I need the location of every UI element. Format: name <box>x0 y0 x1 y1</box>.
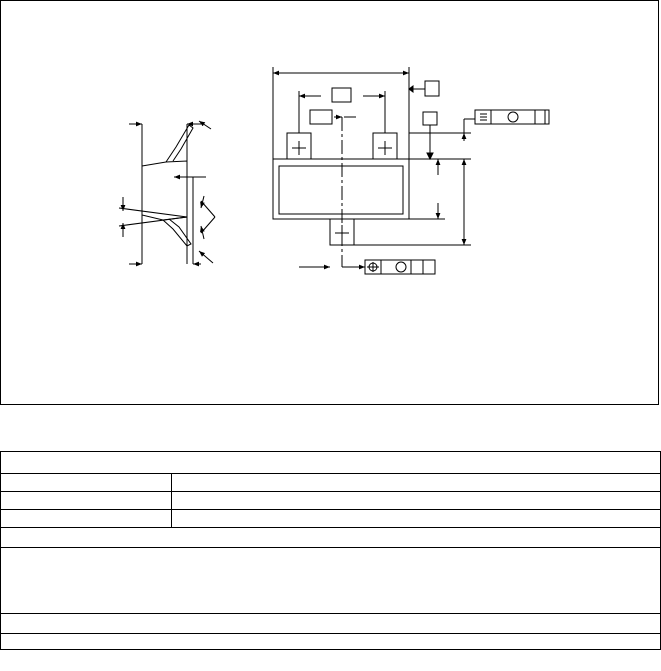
side-view-upper-lead <box>165 124 194 163</box>
drawing-frame <box>0 0 659 405</box>
table-notes-block <box>0 547 661 614</box>
datum-flag-b <box>422 111 438 126</box>
info-table <box>0 451 661 650</box>
table-footer-2 <box>0 633 661 650</box>
top-view-body-inner <box>278 165 404 215</box>
row-value <box>171 509 661 528</box>
row-label <box>0 509 172 528</box>
row-label <box>0 491 172 510</box>
table-row <box>0 473 661 492</box>
dim-box-half-pitch <box>309 109 333 125</box>
table-footer-1 <box>0 613 661 634</box>
dim-box-pitch <box>331 87 352 103</box>
feature-control-frame-bottom <box>364 259 436 275</box>
table-note <box>0 527 661 548</box>
table-row <box>0 491 661 510</box>
side-view-lower-lead <box>162 218 192 247</box>
top-view-body-outer <box>272 158 410 220</box>
side-view-body <box>141 160 188 221</box>
row-value <box>171 473 661 492</box>
package-outline-drawing <box>118 67 550 275</box>
feature-control-frame-top <box>474 109 550 125</box>
row-value <box>171 491 661 510</box>
datum-flag-a <box>424 80 440 97</box>
row-label <box>0 473 172 492</box>
table-header <box>0 451 661 474</box>
side-view <box>118 120 216 267</box>
top-view <box>272 67 550 275</box>
table-row <box>0 509 661 528</box>
